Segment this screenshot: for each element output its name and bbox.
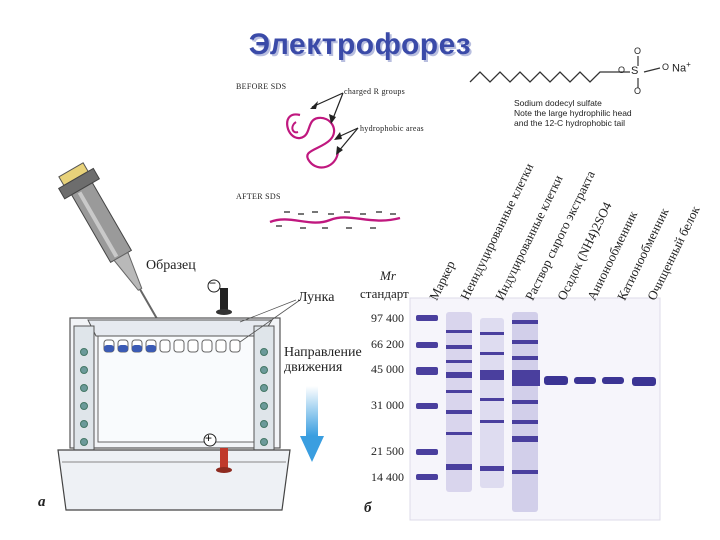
panel-b-label: б (364, 500, 372, 517)
